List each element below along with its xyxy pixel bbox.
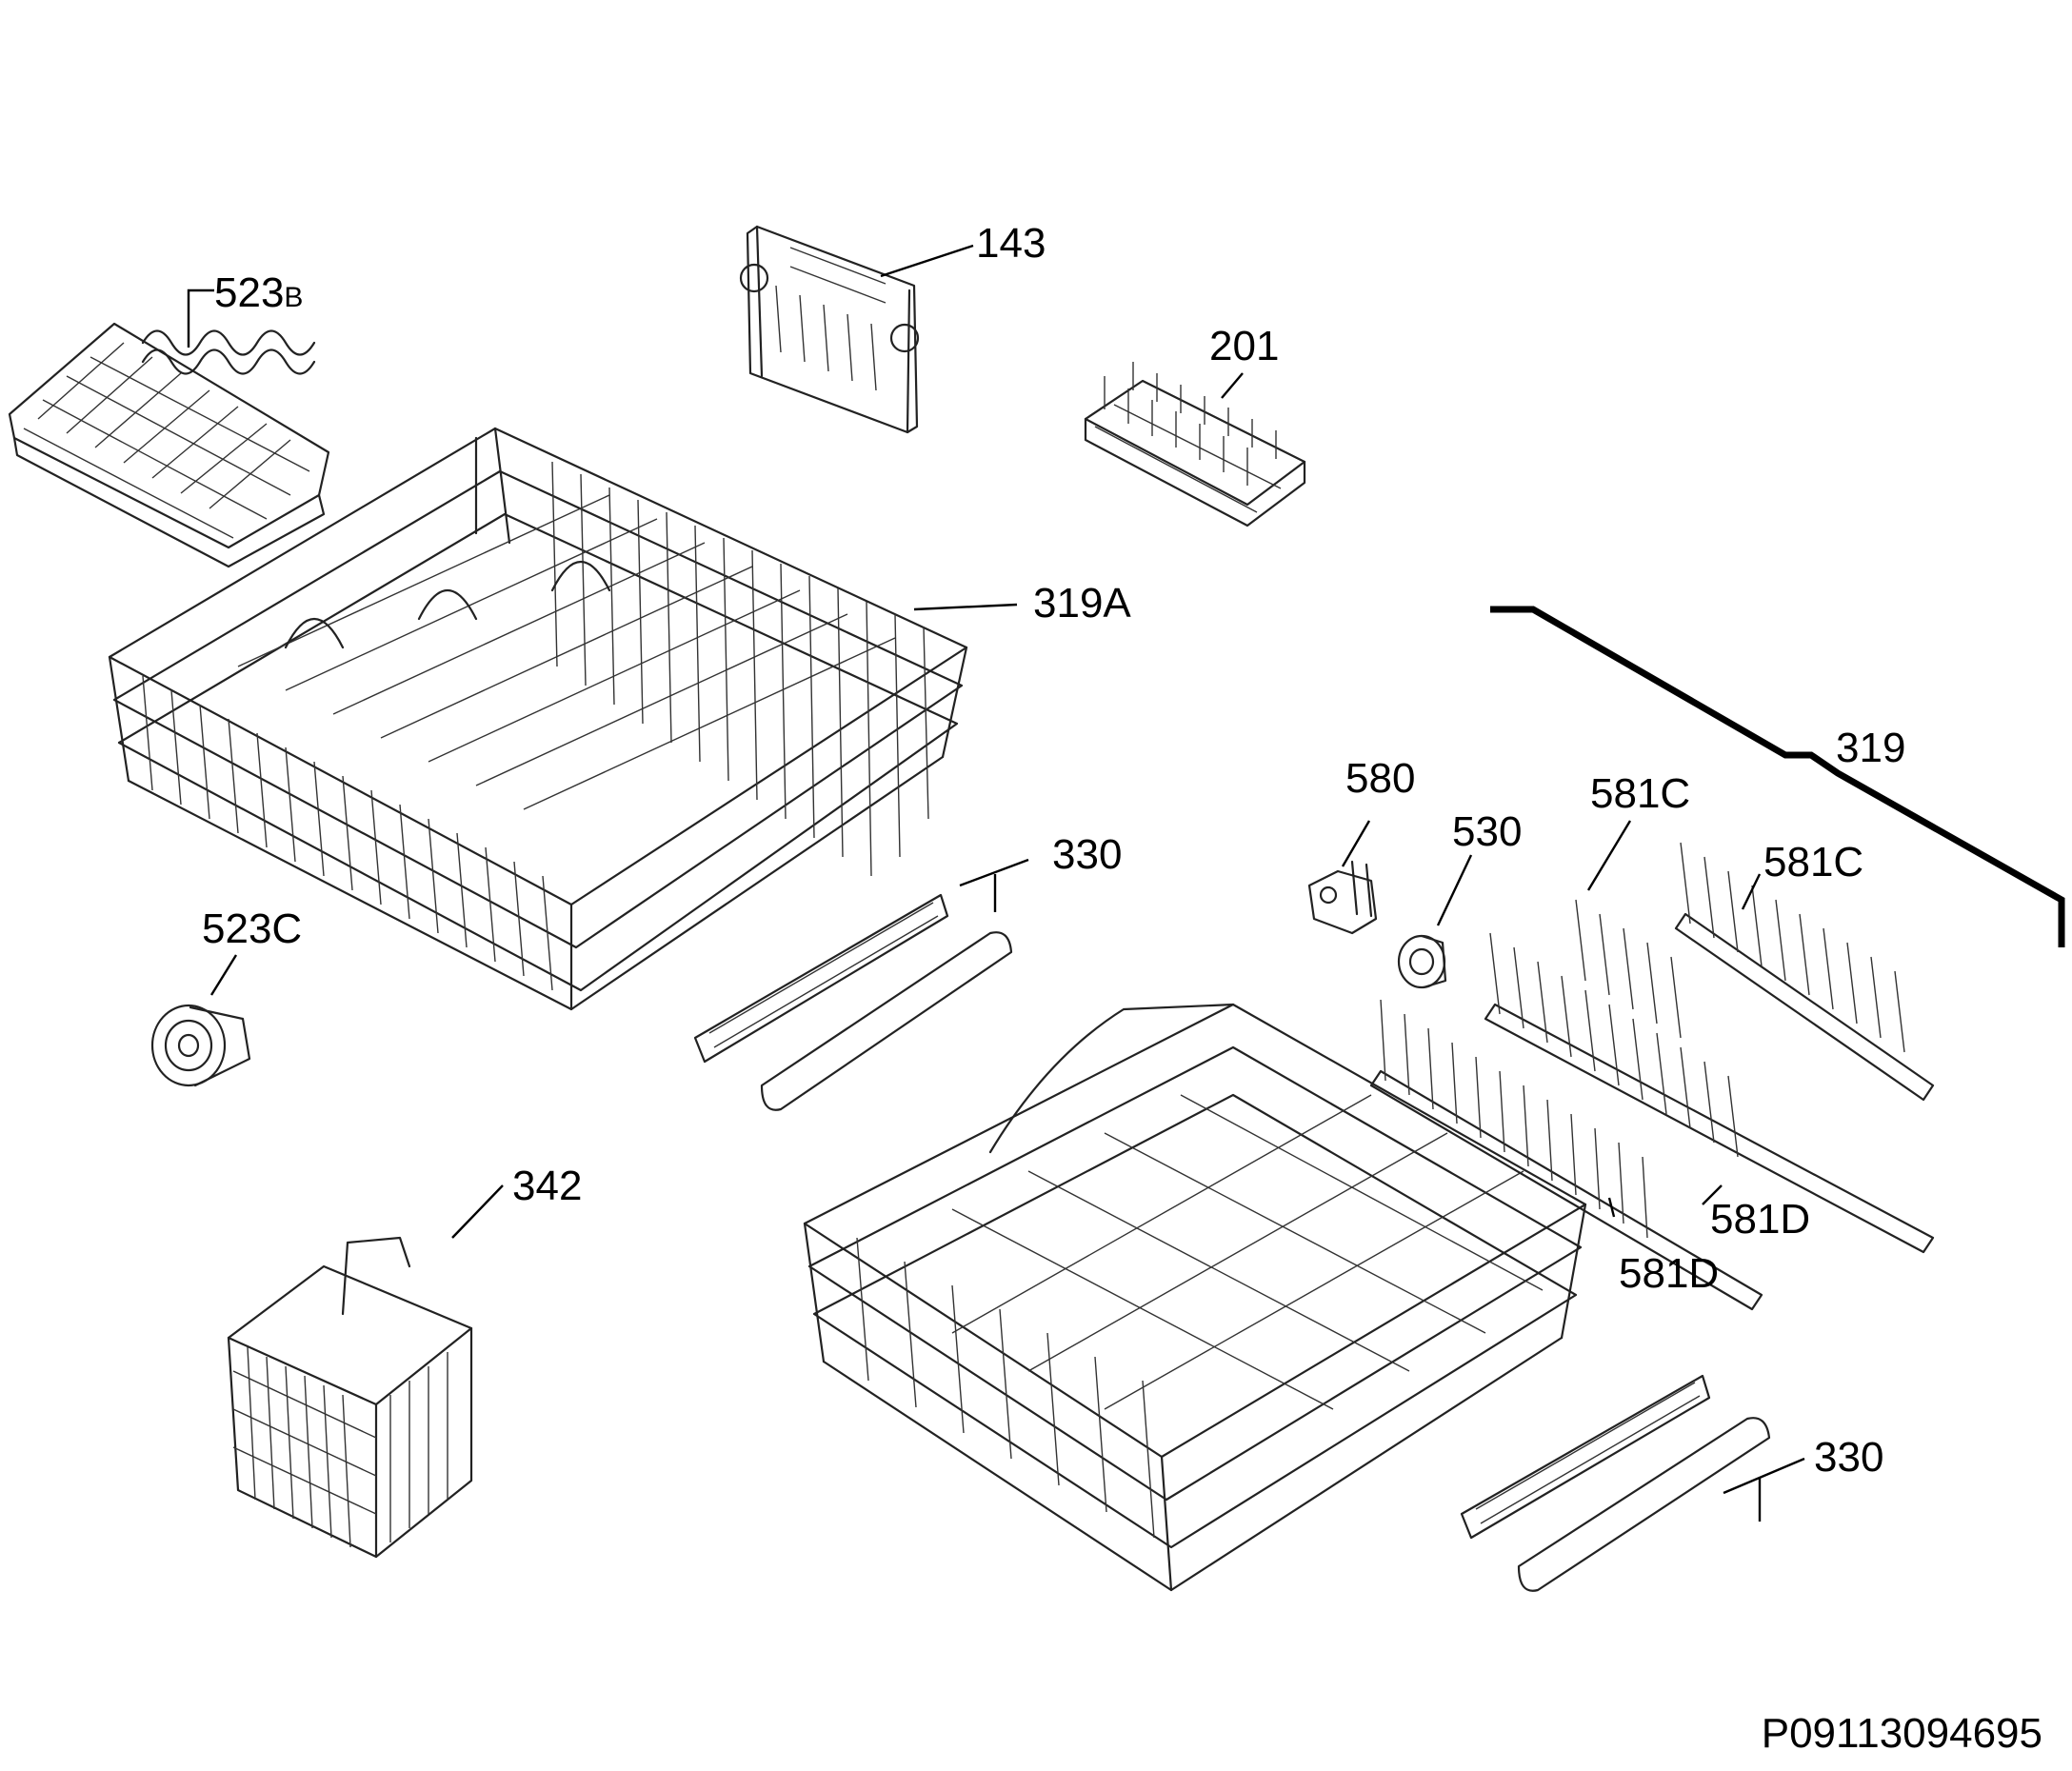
part-label-330-upper: 330 bbox=[1052, 831, 1122, 878]
part-label-523b-suffix: B bbox=[284, 282, 303, 313]
wheel-holder-580 bbox=[1307, 860, 1378, 935]
rail-330-upper bbox=[693, 893, 1013, 1111]
leader-330-upper bbox=[959, 858, 1029, 912]
leader-319a bbox=[913, 603, 1018, 611]
leader-lines bbox=[187, 244, 2065, 1522]
part-label-143: 143 bbox=[976, 220, 1046, 267]
roller-523c bbox=[150, 1004, 251, 1087]
part-label-580: 580 bbox=[1345, 755, 1415, 802]
leader-580 bbox=[1341, 820, 1371, 867]
part-label-523b-main: 523 bbox=[214, 269, 284, 316]
leader-143 bbox=[880, 244, 974, 278]
leader-342 bbox=[451, 1184, 504, 1239]
part-labels: 523B 143 201 319A 319 580 530 581C 581C … bbox=[202, 220, 1905, 1481]
leader-319 bbox=[1490, 606, 2065, 947]
leader-581d-1 bbox=[1702, 1184, 1723, 1205]
lower-basket-319 bbox=[803, 1003, 1587, 1592]
part-label-581d-2: 581D bbox=[1619, 1250, 1719, 1297]
part-label-581d-1: 581D bbox=[1710, 1196, 1810, 1243]
leader-530 bbox=[1436, 854, 1473, 926]
tine-insert-201 bbox=[1084, 362, 1306, 527]
part-label-530: 530 bbox=[1452, 808, 1522, 855]
cutlery-tray-523b bbox=[8, 322, 330, 568]
part-label-201: 201 bbox=[1209, 323, 1279, 369]
part-label-319a: 319A bbox=[1033, 580, 1131, 627]
part-label-330-lower: 330 bbox=[1814, 1434, 1883, 1481]
leader-330-lower bbox=[1723, 1457, 1805, 1522]
part-label-523b: 523B bbox=[214, 269, 303, 316]
leader-523b bbox=[187, 289, 214, 348]
rack-adjuster-143 bbox=[739, 225, 920, 434]
cutlery-basket-342 bbox=[227, 1236, 473, 1559]
part-label-581c-2: 581C bbox=[1763, 839, 1863, 886]
part-label-581c-1: 581C bbox=[1590, 770, 1690, 817]
part-label-319: 319 bbox=[1836, 725, 1905, 771]
leader-581d-2 bbox=[1607, 1197, 1616, 1218]
tine-rows-581 bbox=[1369, 842, 1935, 1311]
part-label-523c: 523C bbox=[202, 905, 302, 952]
part-label-342: 342 bbox=[512, 1163, 582, 1209]
reference-code: P09113094695 bbox=[1762, 1710, 2042, 1757]
leader-581c-2 bbox=[1741, 873, 1762, 910]
leader-581c-1 bbox=[1586, 820, 1632, 891]
leader-523c bbox=[209, 954, 238, 996]
upper-basket-319a bbox=[108, 427, 968, 1011]
leader-201 bbox=[1221, 372, 1244, 399]
rail-330-lower bbox=[1460, 1374, 1771, 1592]
wheel-530 bbox=[1397, 934, 1447, 989]
